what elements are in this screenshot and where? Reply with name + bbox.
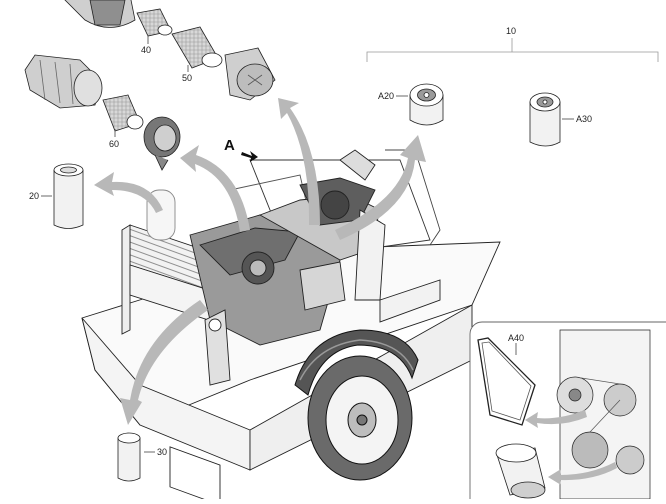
kit-bracket-10 xyxy=(366,38,659,62)
label-part-a20: A20 xyxy=(378,91,395,101)
part-50-cartridge xyxy=(171,26,223,72)
part-20-separator xyxy=(41,163,84,229)
engine-air-filter-housing xyxy=(24,54,103,109)
inset-arrow-filter xyxy=(548,462,617,485)
part-a40-drive-belt xyxy=(477,337,536,426)
arrow-to-engine-oil-filter xyxy=(335,135,426,240)
part-a20-engine-oil-filter xyxy=(396,83,444,126)
inset-engine-detail xyxy=(556,329,651,500)
arrow-to-separator xyxy=(94,172,163,213)
view-a-arrow-icon xyxy=(241,151,258,162)
label-part-60: 60 xyxy=(109,139,120,149)
part-a30-fuel-filter xyxy=(529,92,574,147)
label-kit-10: 10 xyxy=(506,26,517,36)
compressor-air-filter-housing xyxy=(64,0,136,28)
inset-detail-frame xyxy=(469,321,666,504)
label-part-50: 50 xyxy=(182,73,193,83)
label-part-30: 30 xyxy=(157,447,168,457)
part-40-cartridge xyxy=(136,8,173,44)
inset-arrow-belt xyxy=(525,410,587,428)
removal-arrows xyxy=(94,98,426,425)
arrow-to-compressor-air-filter xyxy=(278,98,320,225)
arrow-to-engine-air-filter xyxy=(180,145,250,232)
inset-oil-filter xyxy=(495,443,546,499)
label-part-20: 20 xyxy=(29,191,40,201)
label-part-40: 40 xyxy=(141,45,152,55)
engine-air-filter-cover xyxy=(143,116,181,171)
label-part-a30: A30 xyxy=(576,114,593,124)
wheel-and-fender xyxy=(294,329,419,481)
arrow-to-compressor-oil-filter xyxy=(120,300,208,425)
part-30-oil-filter xyxy=(117,432,155,482)
label-part-a40: A40 xyxy=(508,333,525,343)
compressor-air-filter-cover xyxy=(224,47,276,101)
view-marker-a: A xyxy=(224,137,235,154)
part-60-cartridge xyxy=(102,94,144,137)
